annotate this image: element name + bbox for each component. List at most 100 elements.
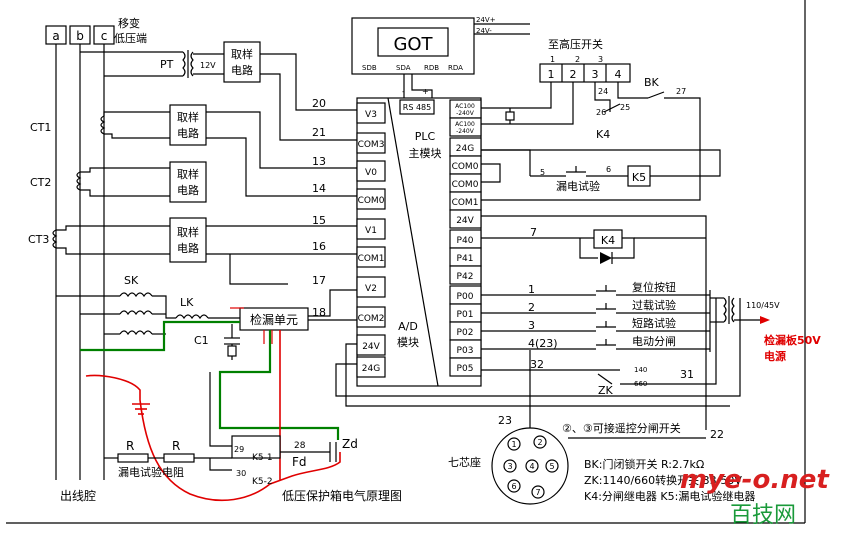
hv-top-1: 1 <box>550 55 555 64</box>
hv-terminal-2: 2 <box>570 68 577 81</box>
wire-13 <box>206 111 357 169</box>
plc-left-terminal-label: V2 <box>365 284 377 294</box>
plc-right-terminal-label: P42 <box>457 272 474 282</box>
k4-contact <box>603 103 621 113</box>
hv-switch-label: 至高压开关 <box>548 37 603 51</box>
diode-icon <box>600 252 612 264</box>
wire-31-label: 31 <box>680 368 694 381</box>
plc-left-terminal <box>356 306 386 328</box>
ct1-wire-b <box>104 133 170 139</box>
plc-right-terminal-label: P02 <box>457 328 474 338</box>
k5-left-wire <box>209 372 232 447</box>
wire-30: 30 <box>236 469 246 478</box>
plc-right-terminal-label: P03 <box>457 346 474 356</box>
plc-left-terminal <box>356 188 386 210</box>
pt-label: PT <box>160 58 174 71</box>
ct2-label: CT2 <box>30 176 51 189</box>
supply-24vn: 24V- <box>476 27 492 35</box>
wire-label-14: 14 <box>312 182 326 195</box>
button-wire-number: 4(23) <box>528 337 558 350</box>
socket-pin <box>533 435 547 449</box>
plc-left-terminal <box>356 132 386 154</box>
sk-coil-c <box>119 330 153 336</box>
sk-out <box>152 295 176 319</box>
got-pin-rda: RDA <box>448 64 463 72</box>
hv-terminal-1: 1 <box>548 68 555 81</box>
plc-title-2: 主模块 <box>409 147 442 160</box>
transformer-label-2: 低压端 <box>114 32 147 45</box>
hv-wire-1 <box>481 82 552 109</box>
got-pin-rdb: RDB <box>424 64 439 72</box>
sampling-label-ct2-1: 取样 <box>177 167 199 181</box>
leak-test-label: 漏电试验 <box>556 179 600 193</box>
c1-label: C1 <box>194 334 209 347</box>
button-wire-number: 1 <box>528 283 535 296</box>
k5-bottom-wire <box>209 458 232 471</box>
button-label: 电动分闸 <box>632 335 676 348</box>
bus-24v-bottom <box>345 343 730 407</box>
bk-wire <box>481 97 701 201</box>
button-label: 短路试验 <box>632 316 676 330</box>
socket-pin <box>503 459 517 473</box>
wire-17 <box>308 289 357 317</box>
k5-2-label: K5-2 <box>252 477 273 487</box>
socket-pin <box>545 459 559 473</box>
sampling-box-ct1 <box>169 104 207 146</box>
supply-24vp: 24V+ <box>476 16 496 24</box>
plc-right-terminals: AC100-240VAC100-240V24GCOM0COM0COM124VP4… <box>449 99 482 377</box>
green-wire-a <box>80 320 240 352</box>
leak-test-wire-c <box>481 149 531 176</box>
plc-diagonal <box>387 97 439 387</box>
leak-tf-secondary <box>731 297 735 323</box>
got-pin-sdb: SDB <box>362 64 377 72</box>
got-label: GOT <box>393 34 433 55</box>
arrow-icon <box>760 316 770 324</box>
diode-wire-b <box>612 237 635 259</box>
zk-label: ZK <box>598 384 614 397</box>
plc-right-terminal <box>449 357 482 377</box>
plc-right-terminal-label: COM1 <box>452 198 479 208</box>
button-wire-number: 3 <box>528 319 535 332</box>
button-wire-number: 2 <box>528 301 535 314</box>
plc-right-terminal-label: 24G <box>456 144 474 154</box>
leak-resistor-label: 漏电试验电阻 <box>118 465 184 479</box>
phase-boxes: a b c <box>45 25 115 45</box>
got-pin-sda: SDA <box>396 64 411 72</box>
got-rs485-wire <box>411 74 433 100</box>
plc-right-terminal-label: AC100 <box>455 103 475 110</box>
plc-right-terminal-label: AC100 <box>455 121 475 128</box>
sampling-label-pt-1: 取样 <box>231 47 253 61</box>
watermark-cn: 百技网 <box>730 503 796 528</box>
rs485-label: RS 485 <box>403 103 431 112</box>
ct2-wire-a <box>80 167 170 173</box>
plc-right-terminal <box>449 209 482 229</box>
zk-140: 140 <box>634 366 647 374</box>
plc-left-terminal <box>356 276 386 298</box>
socket-pin-number: 4 <box>529 462 534 471</box>
r2-body <box>163 453 195 463</box>
button-label: 过载试验 <box>632 298 676 312</box>
sampling-ct3: 取样 电路 <box>169 217 207 263</box>
watermark: mye-o.net <box>680 465 830 495</box>
plc-right-terminal-label: COM0 <box>452 162 479 172</box>
sampling-ct1: 取样 电路 <box>169 104 207 146</box>
wire-label-15: 15 <box>312 214 326 227</box>
phase-b-label: b <box>76 29 84 43</box>
sampling-label-ct1-2: 电路 <box>177 127 199 140</box>
plc-right-terminal-label: -240V <box>456 128 475 135</box>
plc-left-terminal <box>356 356 386 378</box>
plc-left-terminal <box>356 246 386 268</box>
sampling-ct2: 取样 电路 <box>169 161 207 203</box>
bk-contact <box>647 91 665 99</box>
hv-wire-2 <box>481 82 574 125</box>
bus-24v-right <box>481 215 707 430</box>
r1-body <box>117 453 149 463</box>
ct1-coil <box>100 115 106 135</box>
button-label: 复位按钮 <box>632 280 676 294</box>
plc-left-terminal-label: COM3 <box>358 140 385 150</box>
plc-right-terminal <box>449 265 482 285</box>
diode-wire-a <box>579 238 598 259</box>
wire-26: 26 <box>596 108 606 117</box>
sampling-label-ct3-2: 电路 <box>177 242 199 255</box>
